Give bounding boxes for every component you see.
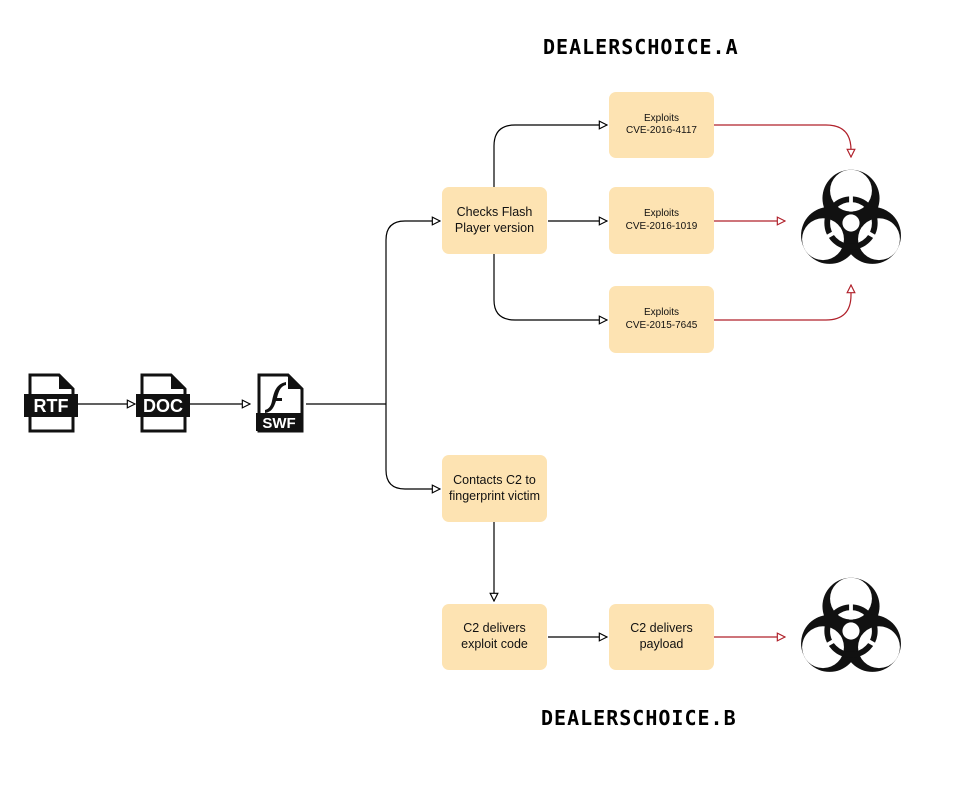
rtf-file-icon: RTF [23,373,79,440]
swf-file-label: SWF [262,415,295,432]
title-dealerschoice-b: DEALERSCHOICE.B [541,706,737,730]
edge-check-exploit-1 [493,125,607,187]
contact-c2-line1: Contacts C2 to [453,472,536,487]
check-flash-line1: Checks Flash [456,204,533,219]
c2-payload-line2: payload [639,637,684,651]
check-flash-line2: Player version [454,220,535,235]
biohazard-icon [789,572,913,695]
contact-c2-line2: fingerprint victim [449,488,540,503]
edge-split-check-flash [385,221,440,404]
exploit-3-line1: Exploits [643,307,679,318]
edge-check-exploit-3 [493,254,607,320]
doc-file-icon: DOC [135,373,191,440]
biohazard-icon [789,164,913,287]
c2-payload-line1: C2 delivers [630,621,693,636]
exploit-2-line2: CVE-2016-1019 [625,220,698,232]
doc-file-label: DOC [143,396,183,416]
title-dealerschoice-a: DEALERSCHOICE.A [543,35,739,59]
edge-exploit-3-hazard [714,285,851,321]
c2-exploit-line1: C2 delivers [463,621,526,636]
edge-split-contact-c2 [385,404,440,489]
edge-exploit-1-hazard [714,124,851,157]
exploit-1-line1: Exploits [643,112,679,124]
exploit-1-line2: CVE-2016-4117 [626,125,697,136]
rtf-file-label: RTF [34,396,69,416]
exploit-2-line1: Exploits [643,208,679,219]
exploit-3-line2: CVE-2015-7645 [625,319,698,331]
c2-exploit-line2: exploit code [461,637,528,651]
flash-file-icon: SWF [252,373,308,440]
